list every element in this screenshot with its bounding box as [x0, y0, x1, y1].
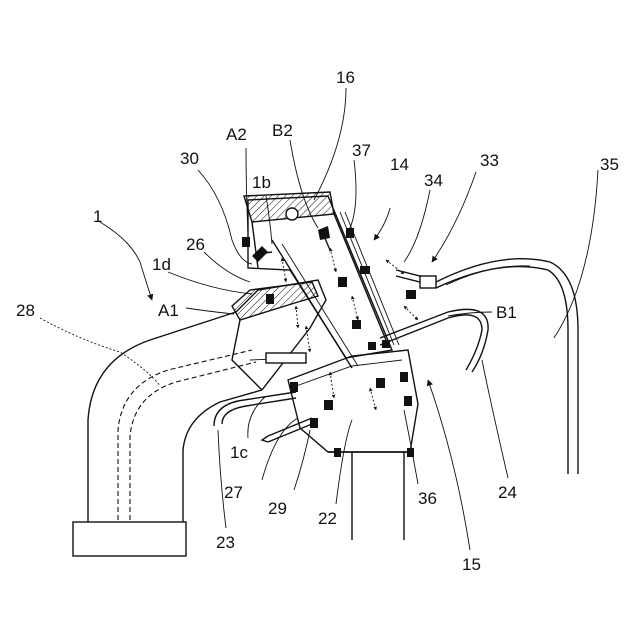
label-A1: A1 — [158, 301, 179, 320]
label-1b: 1b — [252, 173, 271, 192]
label-29: 29 — [268, 499, 287, 518]
label-14: 14 — [390, 155, 409, 174]
label-36: 36 — [418, 489, 437, 508]
flow-arrows — [282, 248, 418, 410]
label-15: 15 — [462, 555, 481, 574]
label-1d: 1d — [152, 255, 171, 274]
label-16: 16 — [336, 68, 355, 87]
pipe-base — [73, 522, 186, 556]
upper-block — [244, 192, 399, 368]
connectors — [242, 226, 416, 428]
label-35: 35 — [600, 155, 619, 174]
label-34: 34 — [424, 171, 443, 190]
label-24: 24 — [498, 483, 517, 502]
label-A2: A2 — [226, 125, 247, 144]
label-28: 28 — [16, 301, 35, 320]
label-1c: 1c — [230, 443, 248, 462]
label-33: 33 — [480, 151, 499, 170]
pipe-end-sleeve — [232, 280, 326, 390]
supply-hose — [396, 259, 578, 474]
return-hose — [380, 309, 488, 372]
label-23: 23 — [216, 533, 235, 552]
label-1: 1 — [93, 207, 102, 226]
label-22: 22 — [318, 509, 337, 528]
label-B2: B2 — [272, 121, 293, 140]
label-26: 26 — [186, 235, 205, 254]
label-27: 27 — [224, 483, 243, 502]
labels: 1 28 A1 1d 26 30 A2 1b B2 16 37 14 34 33… — [16, 68, 619, 574]
lower-housing — [288, 350, 418, 540]
label-37: 37 — [352, 141, 371, 160]
label-B1: B1 — [496, 303, 517, 322]
label-30: 30 — [180, 149, 199, 168]
